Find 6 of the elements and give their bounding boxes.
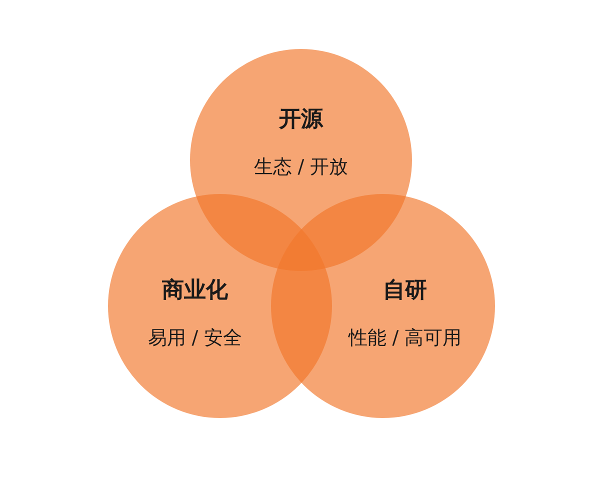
circle-text: 生态 / 开放 xyxy=(254,156,348,179)
circle-heading: 自研 xyxy=(383,278,427,304)
circle-text: 易用 / 安全 xyxy=(148,327,242,350)
circle-heading: 商业化 xyxy=(162,278,228,304)
circle-text: 性能 / 高可用 xyxy=(348,327,462,350)
circle-heading: 开源 xyxy=(279,107,323,134)
